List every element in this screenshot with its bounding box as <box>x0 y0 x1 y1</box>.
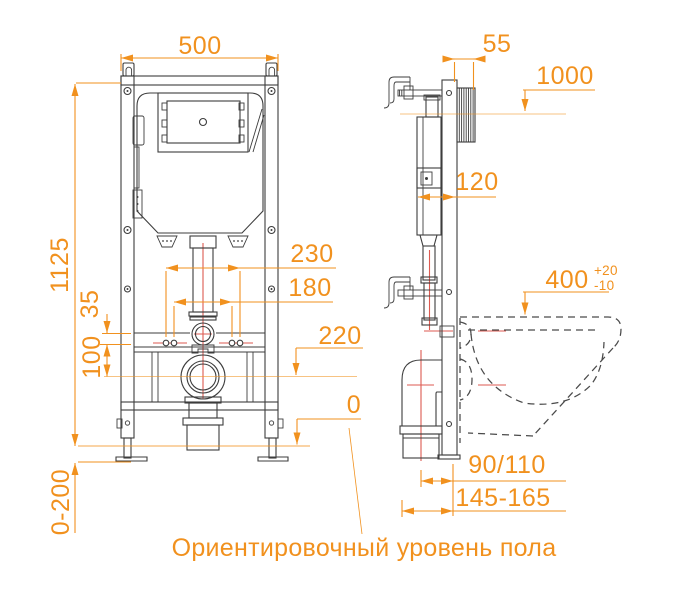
access-panel <box>157 92 249 153</box>
dim-180 <box>173 298 333 337</box>
side-rail <box>441 79 458 456</box>
left-rail <box>120 75 135 439</box>
fixing-stud <box>236 339 244 347</box>
rail-screws <box>123 86 276 293</box>
dim-145-165 <box>401 500 566 517</box>
label-drain-90-110: 90/110 <box>468 451 546 479</box>
bowl-basin-curve <box>470 333 605 405</box>
top-crossbar <box>120 75 279 86</box>
label-rim-400: 400 <box>545 266 588 294</box>
top-wall-bracket <box>383 76 443 109</box>
dim-90-110 <box>420 464 566 516</box>
bottom-wall-bracket <box>383 276 443 309</box>
label-depth-55: 55 <box>483 30 512 58</box>
dimension-lines <box>71 54 609 535</box>
bowl-fixing-rail <box>134 332 265 353</box>
fixing-stud <box>170 339 178 347</box>
right-foot <box>257 456 289 462</box>
flush-spigot <box>459 321 472 349</box>
label-height-1125: 1125 <box>46 237 74 293</box>
dim-0-200 <box>71 461 131 533</box>
dim-55 <box>442 55 486 90</box>
label-span-230: 230 <box>290 240 333 268</box>
side-view-frame <box>383 76 476 460</box>
dim-500 <box>120 54 279 71</box>
drain-pipe <box>182 402 224 451</box>
toilet-bowl-outline <box>459 316 622 443</box>
label-depth-120: 120 <box>455 168 498 196</box>
label-leg-0-200: 0-200 <box>47 469 75 535</box>
label-span-180: 180 <box>288 274 331 302</box>
top-anchor-ears <box>122 62 278 77</box>
label-width-500: 500 <box>178 32 221 60</box>
side-foot <box>437 454 461 460</box>
dim-1000 <box>400 89 595 115</box>
bottom-crossbar <box>120 401 279 411</box>
dimension-labels: 500 1125 35 100 0-200 230 180 220 0 55 1… <box>46 30 618 562</box>
label-floor-0: 0 <box>347 391 361 419</box>
floor-level-caption: Ориентировочный уровень пола <box>172 534 557 562</box>
cistern-tank <box>136 92 264 234</box>
side-flush-pipe <box>419 234 455 338</box>
label-rim-tol-plus: +20 <box>594 263 618 278</box>
left-foot <box>115 456 148 462</box>
label-height-220: 220 <box>318 322 361 350</box>
right-rail <box>264 75 279 439</box>
dim-400 <box>521 291 609 315</box>
fixing-stud <box>162 339 170 347</box>
side-cistern <box>416 94 442 236</box>
dim-100 <box>103 344 357 377</box>
label-drop-100: 100 <box>78 335 106 378</box>
fixing-stud <box>228 339 236 347</box>
dim-1125 <box>71 82 121 446</box>
dim-230 <box>165 264 336 337</box>
flush-pipe <box>188 235 218 354</box>
fill-valve-mechanism <box>132 108 265 219</box>
drain-spigot <box>459 358 473 401</box>
flush-plate-spacer <box>456 87 476 143</box>
dim-0 <box>78 418 363 535</box>
tank-brackets <box>156 235 249 248</box>
label-drain-145-165: 145-165 <box>455 484 550 512</box>
label-offset-35: 35 <box>76 290 104 319</box>
front-view-frame <box>115 62 289 462</box>
label-supply-1000: 1000 <box>536 62 594 90</box>
side-drain-elbow <box>399 359 443 459</box>
adjustable-legs <box>115 418 289 462</box>
label-rim-tol-minus: -10 <box>594 278 614 293</box>
dim-220 <box>292 347 363 375</box>
